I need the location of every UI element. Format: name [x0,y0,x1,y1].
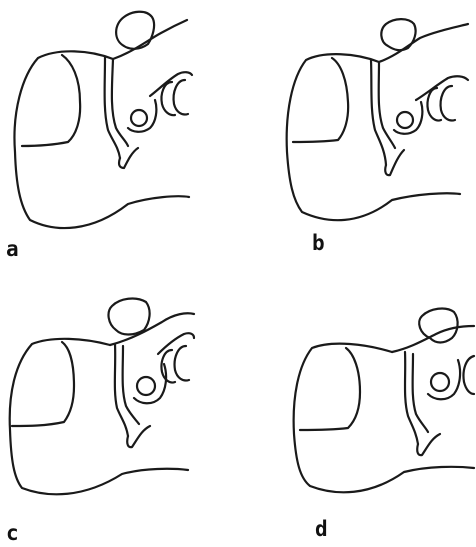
panel-c-c-curve-2 [175,346,189,381]
panel-c-drawing [10,299,194,495]
panel-d-channel-inner [413,354,428,432]
panel-d-channel-outer [405,352,418,444]
panel-d-c-curve [463,356,474,394]
panel-b: b [287,19,468,255]
panel-c-small-circle [137,377,155,395]
panel-c-lower-branch [127,426,150,447]
panel-b-back-contour [379,24,468,62]
panel-d-cradle [428,360,460,399]
panel-d-lower-branch [417,434,440,455]
panel-c-channel-outer [115,344,128,436]
panel-c-inner-lobe [12,342,74,426]
panel-d-small-circle [431,373,449,391]
panel-b-c-curve-1 [427,88,441,121]
panel-a-channel-inner [112,59,128,146]
panel-b-body-outline [287,54,460,220]
panel-d-drawing [294,309,474,493]
panel-c-label: c [6,521,19,545]
panel-d-body-outline [294,344,474,493]
panel-a-label: a [6,237,19,261]
panel-a: a [6,12,192,261]
panel-c-c-curve-1 [161,350,175,383]
panel-d-inner-lobe [300,348,360,430]
panel-a-rim [150,72,192,96]
panel-a-drawing [14,12,192,228]
panel-b-lower-branch [385,150,404,175]
panel-b-c-curve-2 [441,86,455,121]
panel-d: d [294,309,474,541]
panel-a-lower-branch [119,148,138,168]
panel-b-inner-lobe [293,58,348,142]
panel-c-cap [109,299,150,335]
panel-b-cap [381,19,415,50]
panel-b-small-circle [397,112,413,128]
panel-c-rim [158,333,194,354]
panel-a-small-circle [131,110,147,126]
panel-a-body-outline [14,51,189,228]
panel-b-label: b [312,231,325,255]
panel-d-back-contour [392,326,474,352]
panel-a-c-curve-2 [174,80,188,115]
panel-a-cap [116,12,154,49]
panel-b-channel-inner [379,62,395,148]
panel-d-label: d [315,517,328,541]
panel-c: c [6,299,194,545]
panel-d-cap [419,309,457,343]
panel-b-drawing [287,19,468,220]
panel-c-back-contour [110,313,194,345]
